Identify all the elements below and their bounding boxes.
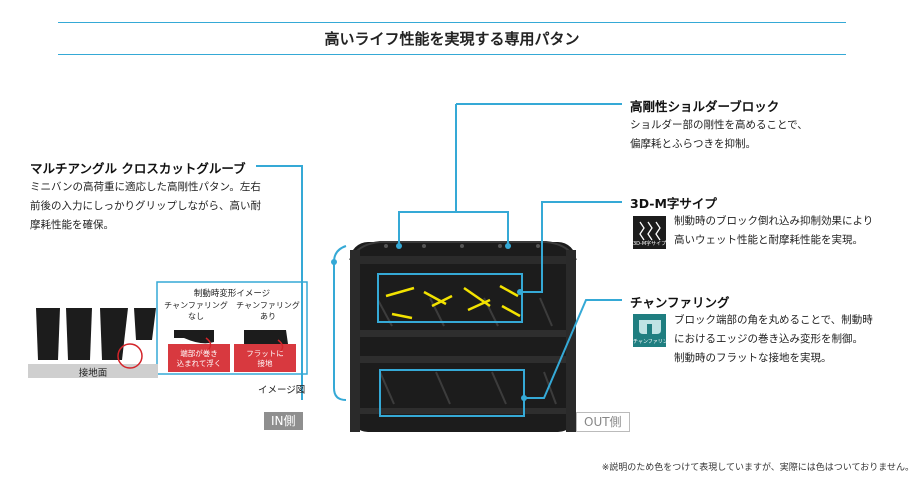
inset-without-label: チャンファリング なし <box>164 301 228 321</box>
sipe-zone-box <box>377 273 523 323</box>
footnote: ※説明のため色をつけて表現していますが、実際には色はついておりません。 <box>601 463 914 473</box>
groove-heading: マルチアングル クロスカットグルーブ <box>30 161 246 176</box>
inset-without-result: 端部が巻き 込まれて浮く <box>176 349 222 368</box>
ground-blocks <box>28 308 158 378</box>
ground-label: 接地面 <box>78 368 108 379</box>
sipe-desc: 制動時のブロック倒れ込み抑制効果により 高いウェット性能と耐摩耗性能を実現。 <box>674 215 874 246</box>
chamfer-desc: ブロック端部の角を丸めることで、制動時 におけるエッジの巻き込み変形を制御。 制… <box>674 314 873 364</box>
image-caption: イメージ図 <box>258 385 306 396</box>
groove-desc: ミニバンの高荷重に適応した高剛性パタン。左右 前後の入力にしっかりグリップしなが… <box>30 181 261 231</box>
chamfer-icon-caption: チャンファリング <box>633 339 666 345</box>
in-side-label: IN側 <box>264 412 303 430</box>
title-rule <box>58 54 846 55</box>
out-side-label: OUT側 <box>576 412 630 432</box>
chamfer-zone-box <box>379 369 525 417</box>
chamfer-icon <box>633 314 666 347</box>
sipe-highlight <box>385 284 521 320</box>
inset-with-result: フラットに 接地 <box>246 349 284 368</box>
sipe-heading: 3D-M字サイプ <box>630 196 717 211</box>
chamfer-heading: チャンファリング <box>630 295 730 310</box>
inset-block-with <box>234 330 296 372</box>
shoulder-block-desc: ショルダー部の剛性を高めることで、 偏摩耗とふらつきを抑制。 <box>630 119 808 150</box>
callout-lines <box>256 103 622 401</box>
top-rule <box>58 22 846 23</box>
callout-dots <box>331 243 527 401</box>
sipe-icon-caption: 3D-M字サイプ <box>633 241 667 247</box>
sipe-icon <box>633 216 666 249</box>
inset-frame <box>156 281 308 375</box>
inset-title: 制動時変形イメージ <box>193 289 271 299</box>
inset-block-without <box>168 330 230 372</box>
page-title: 高いライフ性能を実現する専用パタン <box>324 30 580 48</box>
inset-with-label: チャンファリング あり <box>236 301 300 321</box>
shoulder-block-heading: 高剛性ショルダーブロック <box>630 99 780 114</box>
